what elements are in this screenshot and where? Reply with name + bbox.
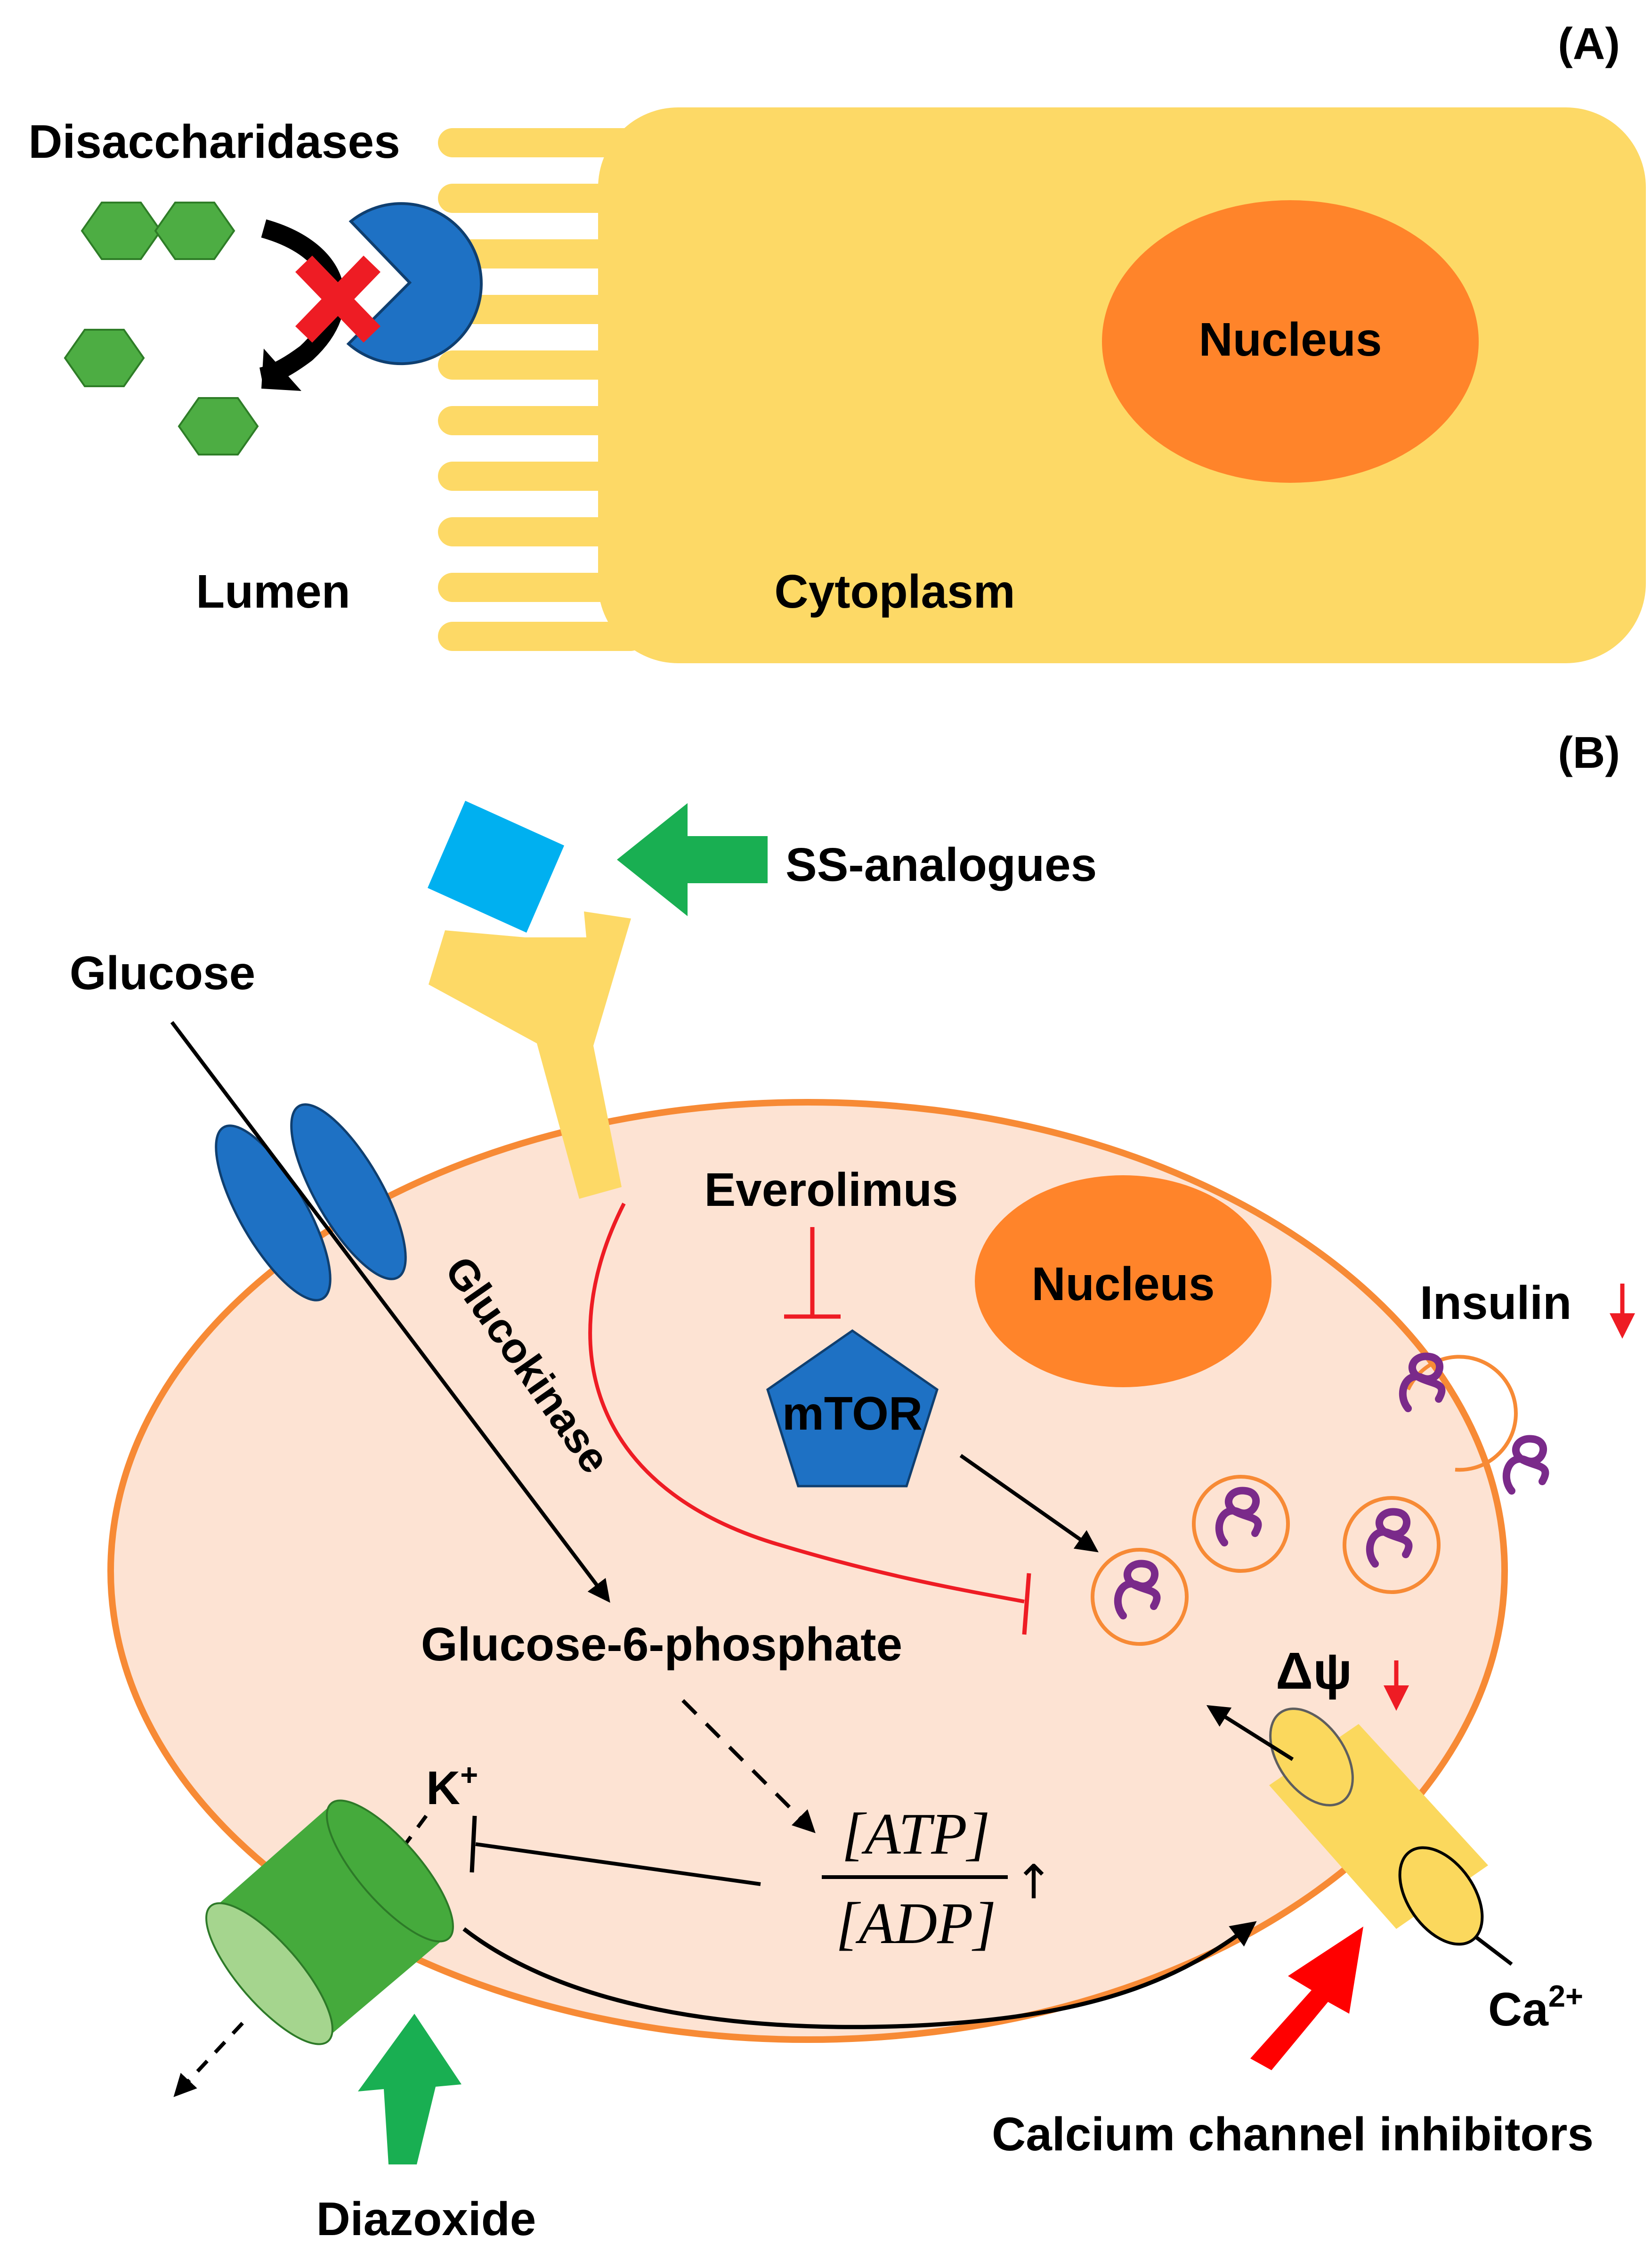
microvillus	[438, 295, 645, 324]
somatostatin-receptor	[428, 801, 631, 1199]
microvillus	[438, 406, 645, 435]
diazoxide-label: Diazoxide	[316, 2193, 536, 2245]
insulin-icon	[1114, 1560, 1161, 1619]
ca-channel-top-icon	[1398, 1846, 1484, 1946]
vesicle	[1343, 1496, 1441, 1594]
ca-charge: 2+	[1548, 1979, 1583, 2013]
ca-influx-arrow	[1206, 1705, 1294, 1761]
lumen-label: Lumen	[196, 565, 350, 618]
everolimus-label: Everolimus	[704, 1163, 958, 1216]
insulin-icon	[1366, 1508, 1413, 1568]
atp-inhibition-bar	[470, 1815, 477, 1873]
ss-analogues-arrow-icon	[617, 803, 768, 916]
microvillus	[438, 573, 645, 602]
exocytosis-vesicle	[1406, 1355, 1518, 1472]
transporter-lobe-icon	[290, 1103, 407, 1280]
ca-channel-bottom-icon	[1269, 1708, 1354, 1806]
ca-label: Ca2+	[1488, 1979, 1583, 2036]
k-efflux-dash	[391, 1814, 428, 1862]
k-atp-channel	[205, 1799, 454, 2045]
microvilli	[438, 128, 645, 651]
diazoxide-arrow-icon	[358, 2014, 462, 2164]
calcium-inhibitors-label: Calcium channel inhibitors	[992, 2108, 1594, 2161]
panel-a: (A) Nucleus Cytoplasm Disaccharidases Lu…	[28, 19, 1646, 663]
insulin-vesicles	[1091, 1355, 1518, 1646]
sugar-molecules	[64, 202, 259, 455]
atp-inhibition-line	[475, 1842, 761, 1886]
nucleus-b	[975, 1175, 1271, 1387]
atp-label: [ATP]	[842, 1802, 990, 1867]
adp-label: [ADP]	[836, 1891, 996, 1956]
calcium-channel	[1269, 1708, 1513, 1966]
microvillus	[438, 517, 645, 546]
k-channel-top-icon	[326, 1799, 454, 1943]
hexagon-icon	[154, 202, 235, 260]
depolarization-arrow	[462, 1921, 1257, 2029]
nucleus-a-label: Nucleus	[1199, 313, 1382, 366]
enterocyte-cell: Nucleus Cytoplasm	[438, 107, 1646, 663]
blocked-x-icon	[295, 255, 381, 343]
microvillus	[438, 184, 645, 213]
insulin-label: Insulin	[1420, 1277, 1571, 1329]
microvillus	[438, 622, 645, 651]
vesicle	[1192, 1475, 1290, 1573]
k-channel-bottom-icon	[205, 1902, 333, 2045]
disaccharidases-label: Disaccharidases	[28, 115, 400, 168]
nucleus-b-label: Nucleus	[1031, 1258, 1215, 1310]
microvillus	[438, 239, 645, 268]
ss-inhibition-path	[588, 1203, 1025, 1603]
glut-transporter	[215, 1103, 407, 1301]
panel-a-label: (A)	[1558, 19, 1620, 69]
insulin-icon	[1502, 1435, 1549, 1495]
cytoplasm-label: Cytoplasm	[774, 565, 1015, 618]
microvillus	[438, 128, 645, 157]
conversion-arrowhead-icon	[261, 349, 301, 391]
hexagon-icon	[64, 329, 145, 387]
panel-b: (B) SS-analogues Glucose Glucokinase Eve…	[70, 728, 1635, 2245]
panel-b-label: (B)	[1558, 728, 1620, 778]
insulin-granules	[1114, 1352, 1549, 1619]
k-efflux-arrow	[173, 2022, 244, 2098]
microvillus	[438, 462, 645, 491]
insulin-icon	[1399, 1352, 1446, 1412]
k-charge: +	[460, 1757, 478, 1792]
glucose-arrow	[170, 1021, 610, 1603]
ratio-up-arrow: ↑	[1014, 1854, 1053, 1910]
delta-psi-label: Δψ	[1276, 1642, 1352, 1700]
vesicle	[1091, 1548, 1189, 1646]
mtor-pentagon-icon	[766, 1329, 939, 1488]
microvillus	[438, 350, 645, 380]
mtor-label: mTOR	[782, 1387, 923, 1440]
everolimus-inhibition	[784, 1227, 841, 1319]
glucose-label: Glucose	[70, 947, 256, 1000]
ca-ion: Ca	[1488, 1983, 1549, 2036]
ss-ligand-icon	[428, 801, 564, 933]
k-label: K+	[426, 1757, 478, 1814]
insulin-icon	[1215, 1487, 1262, 1546]
hexagon-icon	[81, 202, 162, 260]
nucleus-a	[1102, 200, 1479, 483]
receptor-y-icon	[429, 911, 631, 1199]
calcium-inhibitors-arrow-icon	[1250, 1927, 1363, 2070]
k-ion: K	[426, 1762, 460, 1814]
k-channel-body-icon	[214, 1804, 447, 2040]
ss-inhibition-bar	[1022, 1573, 1031, 1635]
g6p-label: Glucose-6-phosphate	[421, 1618, 902, 1671]
ss-analogues-label: SS-analogues	[786, 838, 1097, 891]
hexagon-icon	[178, 397, 259, 455]
disaccharidase-enzyme-icon	[346, 202, 483, 366]
mtor-arrow	[959, 1454, 1099, 1553]
